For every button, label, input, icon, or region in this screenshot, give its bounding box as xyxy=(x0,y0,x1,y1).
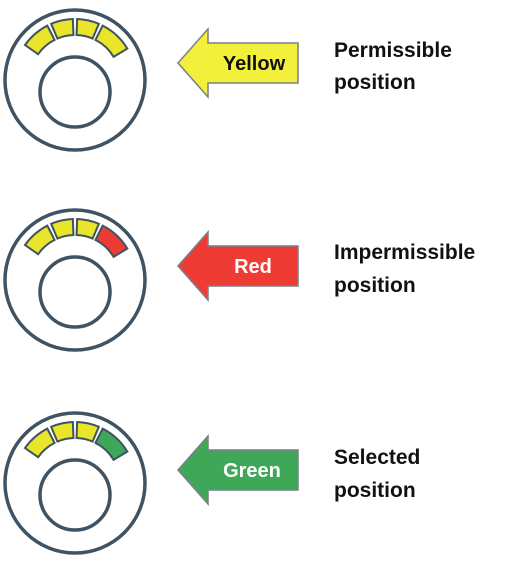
dial-segment-1 xyxy=(23,24,56,56)
arrow-indicator: Green xyxy=(176,434,299,506)
position-description: Permissible position xyxy=(334,39,452,94)
dial-indicator xyxy=(3,208,147,352)
left-arrow-icon xyxy=(176,434,299,506)
dial-segment-4 xyxy=(94,24,129,59)
dial-segment-3 xyxy=(75,18,101,40)
left-arrow-icon xyxy=(176,230,299,302)
arrow-indicator: Red xyxy=(176,230,299,302)
dial-indicator xyxy=(3,411,147,555)
dial-segment-1 xyxy=(23,427,56,459)
position-description: Selected position xyxy=(334,446,420,502)
description-line-2: position xyxy=(334,71,416,94)
dial-segment-4 xyxy=(94,427,129,462)
dial-segment-1 xyxy=(23,224,56,256)
dial-segment-3 xyxy=(75,421,101,443)
dial-segment-4 xyxy=(94,224,129,259)
dial-segment-3 xyxy=(75,218,101,240)
description-line-2: position xyxy=(334,274,416,297)
dial-indicator xyxy=(3,8,147,152)
legend-row-permissible: Yellow Permissible position xyxy=(3,8,452,152)
arrow-indicator: Yellow xyxy=(176,27,299,99)
dial-outer-ring xyxy=(3,208,147,352)
left-arrow-icon xyxy=(176,27,299,99)
legend-row-selected: Green Selected position xyxy=(3,411,420,555)
dial-inner-ring xyxy=(38,55,112,129)
arrow-label: Red xyxy=(234,256,272,278)
arrow-label: Green xyxy=(223,460,281,482)
description-line-1: Selected xyxy=(334,446,420,469)
dial-inner-ring xyxy=(38,255,112,329)
dial-segment-2 xyxy=(49,218,75,240)
legend-row-impermissible: Red Impermissible position xyxy=(3,208,475,352)
dial-outer-ring xyxy=(3,411,147,555)
position-description: Impermissible position xyxy=(334,241,475,297)
description-line-1: Impermissible xyxy=(334,241,475,264)
description-line-2: position xyxy=(334,479,416,502)
dial-segment-2 xyxy=(49,421,75,443)
arrow-label: Yellow xyxy=(223,53,286,75)
dial-inner-ring xyxy=(38,458,112,532)
description-line-1: Permissible xyxy=(334,39,452,62)
dial-segment-2 xyxy=(49,18,75,40)
dial-outer-ring xyxy=(3,8,147,152)
